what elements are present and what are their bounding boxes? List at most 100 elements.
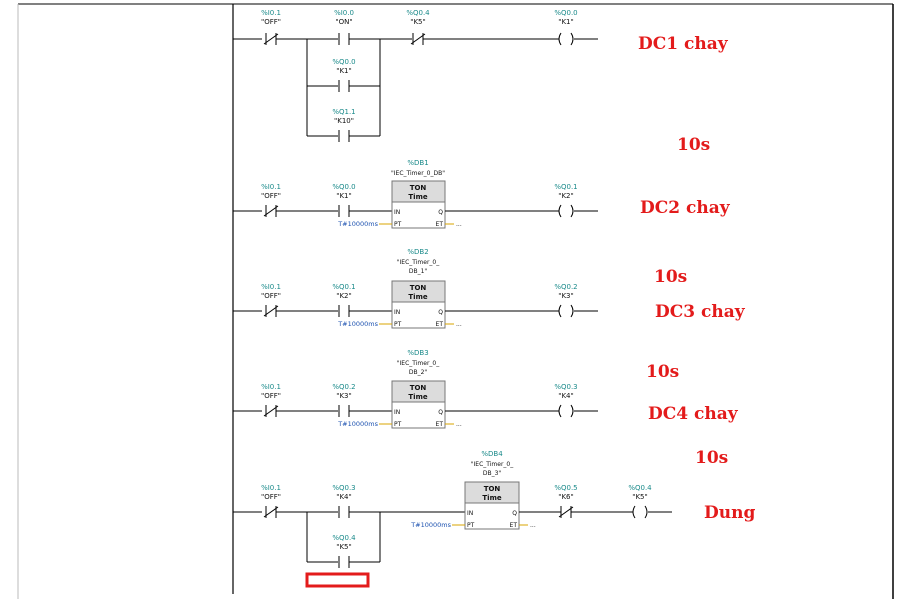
svg-text:T#10000ms: T#10000ms xyxy=(410,521,451,529)
svg-text:"OFF": "OFF" xyxy=(261,192,281,200)
svg-text:%Q0.1: %Q0.1 xyxy=(332,283,355,291)
svg-text:"K4": "K4" xyxy=(558,392,573,400)
svg-text:%I0.1: %I0.1 xyxy=(261,183,281,191)
svg-text:%I0.1: %I0.1 xyxy=(261,9,281,17)
svg-text:PT: PT xyxy=(394,321,402,328)
svg-text:TON: TON xyxy=(410,384,427,392)
svg-text:TON: TON xyxy=(410,184,427,192)
contact-no-k10[interactable]: %Q1.1 "K10" xyxy=(332,108,356,142)
svg-text:DB_2": DB_2" xyxy=(409,369,428,376)
contact-nc-off[interactable]: %I0.1 "OFF" xyxy=(261,383,281,417)
svg-text:"K2": "K2" xyxy=(336,292,351,300)
svg-text:DB_3": DB_3" xyxy=(483,470,502,477)
svg-text:"K1": "K1" xyxy=(336,192,351,200)
annotation-timer-4: 10s xyxy=(695,448,728,468)
svg-text:%Q0.4: %Q0.4 xyxy=(628,484,652,492)
svg-text:"IEC_Timer_0_: "IEC_Timer_0_ xyxy=(397,360,440,367)
svg-text:TON: TON xyxy=(484,485,501,493)
svg-text:%DB2: %DB2 xyxy=(407,248,428,256)
timer-ton-db4[interactable]: %DB4 "IEC_Timer_0_ DB_3" TON Time IN Q P… xyxy=(464,450,520,530)
svg-text:Q: Q xyxy=(438,209,443,216)
svg-text:...: ... xyxy=(456,221,462,228)
coil-k2[interactable]: %Q0.1 "K2" xyxy=(554,183,578,218)
svg-text:DB_1": DB_1" xyxy=(409,268,428,275)
coil-k4[interactable]: %Q0.3 "K4" xyxy=(554,383,578,418)
coil-k3[interactable]: %Q0.2 "K3" xyxy=(554,283,578,318)
contact-nc-off[interactable]: %I0.1 "OFF" xyxy=(261,283,281,317)
svg-text:"OFF": "OFF" xyxy=(261,18,281,26)
svg-text:IN: IN xyxy=(394,409,400,416)
svg-text:%Q0.0: %Q0.0 xyxy=(554,9,577,17)
svg-text:T#10000ms: T#10000ms xyxy=(337,420,378,428)
svg-text:"OFF": "OFF" xyxy=(261,493,281,501)
svg-text:Q: Q xyxy=(438,409,443,416)
svg-text:Q: Q xyxy=(438,309,443,316)
svg-text:...: ... xyxy=(530,522,536,529)
timer-ton-db3[interactable]: %DB3 "IEC_Timer_0_ DB_2" TON Time IN Q P… xyxy=(391,349,446,429)
contact-nc-off[interactable]: %I0.1 "OFF" xyxy=(261,9,281,45)
svg-text:%Q0.1: %Q0.1 xyxy=(554,183,577,191)
contact-no-k1[interactable]: %Q0.0 "K1" xyxy=(332,58,356,92)
svg-text:%Q0.0: %Q0.0 xyxy=(332,183,355,191)
svg-text:%Q0.2: %Q0.2 xyxy=(554,283,577,291)
contact-no-k1[interactable]: %Q0.0 "K1" xyxy=(332,183,356,217)
highlight-marker xyxy=(305,572,370,588)
svg-text:ET: ET xyxy=(510,522,518,529)
svg-text:IN: IN xyxy=(394,309,400,316)
contact-no-k5[interactable]: %Q0.4 "K5" xyxy=(332,534,356,568)
svg-text:%DB1: %DB1 xyxy=(407,159,428,167)
svg-text:T#10000ms: T#10000ms xyxy=(337,320,378,328)
svg-text:ET: ET xyxy=(436,421,444,428)
svg-text:"K3": "K3" xyxy=(558,292,573,300)
svg-text:"K4": "K4" xyxy=(336,493,351,501)
svg-text:"K1": "K1" xyxy=(336,67,351,75)
svg-text:Time: Time xyxy=(408,193,427,201)
svg-text:"IEC_Timer_0_DB": "IEC_Timer_0_DB" xyxy=(391,170,445,177)
timer-ton-db2[interactable]: %DB2 "IEC_Timer_0_ DB_1" TON Time IN Q P… xyxy=(391,248,446,329)
svg-text:%I0.1: %I0.1 xyxy=(261,383,281,391)
svg-text:%Q0.2: %Q0.2 xyxy=(332,383,355,391)
annotation-dc1: DC1 chay xyxy=(638,34,729,54)
svg-text:%Q0.3: %Q0.3 xyxy=(332,484,355,492)
annotation-dc2: DC2 chay xyxy=(640,198,731,218)
contact-nc-k6[interactable]: %Q0.5 "K6" xyxy=(554,484,578,518)
network-1: %I0.1 "OFF" %I0.0 "ON" %Q0.4 "K5" %Q0.0 … xyxy=(233,9,598,142)
annotation-timer-2: 10s xyxy=(654,267,687,287)
svg-text:IN: IN xyxy=(394,209,400,216)
svg-text:PT: PT xyxy=(467,522,475,529)
svg-text:"ON": "ON" xyxy=(335,18,352,26)
svg-text:PT: PT xyxy=(394,221,402,228)
contact-no-on[interactable]: %I0.0 "ON" xyxy=(334,9,354,45)
coil-k1[interactable]: %Q0.0 "K1" xyxy=(554,9,578,46)
contact-nc-off[interactable]: %I0.1 "OFF" xyxy=(261,484,281,518)
coil-k5[interactable]: %Q0.4 "K5" xyxy=(628,484,652,519)
svg-text:...: ... xyxy=(456,421,462,428)
svg-text:"K3": "K3" xyxy=(336,392,351,400)
svg-text:PT: PT xyxy=(394,421,402,428)
svg-text:%Q1.1: %Q1.1 xyxy=(332,108,355,116)
contact-no-k2[interactable]: %Q0.1 "K2" xyxy=(332,283,356,317)
timer-ton-db1[interactable]: %DB1 "IEC_Timer_0_DB" TON Time IN Q PT E… xyxy=(391,159,446,229)
svg-text:"K2": "K2" xyxy=(558,192,573,200)
annotation-dc4: DC4 chay xyxy=(648,404,739,424)
svg-text:%I0.1: %I0.1 xyxy=(261,484,281,492)
network-5: %I0.1 "OFF" %Q0.3 "K4" %Q0.4 "K5" %DB4 "… xyxy=(233,450,672,588)
contact-nc-k5[interactable]: %Q0.4 "K5" xyxy=(406,9,430,45)
svg-text:"K10": "K10" xyxy=(334,117,354,125)
contact-nc-off[interactable]: %I0.1 "OFF" xyxy=(261,183,281,217)
network-4: %I0.1 "OFF" %Q0.2 "K3" %DB3 "IEC_Timer_0… xyxy=(233,349,598,429)
contact-no-k4[interactable]: %Q0.3 "K4" xyxy=(332,484,356,518)
svg-text:"OFF": "OFF" xyxy=(261,392,281,400)
svg-text:%DB3: %DB3 xyxy=(407,349,428,357)
network-3: %I0.1 "OFF" %Q0.1 "K2" %DB2 "IEC_Timer_0… xyxy=(233,248,598,329)
contact-no-k3[interactable]: %Q0.2 "K3" xyxy=(332,383,356,417)
annotation-stop: Dung xyxy=(704,503,755,523)
svg-text:T#10000ms: T#10000ms xyxy=(337,220,378,228)
svg-text:"OFF": "OFF" xyxy=(261,292,281,300)
svg-text:%Q0.5: %Q0.5 xyxy=(554,484,577,492)
svg-text:"IEC_Timer_0_: "IEC_Timer_0_ xyxy=(397,259,440,266)
svg-text:%Q0.4: %Q0.4 xyxy=(406,9,430,17)
svg-text:%Q0.4: %Q0.4 xyxy=(332,534,356,542)
svg-text:ET: ET xyxy=(436,221,444,228)
svg-text:ET: ET xyxy=(436,321,444,328)
